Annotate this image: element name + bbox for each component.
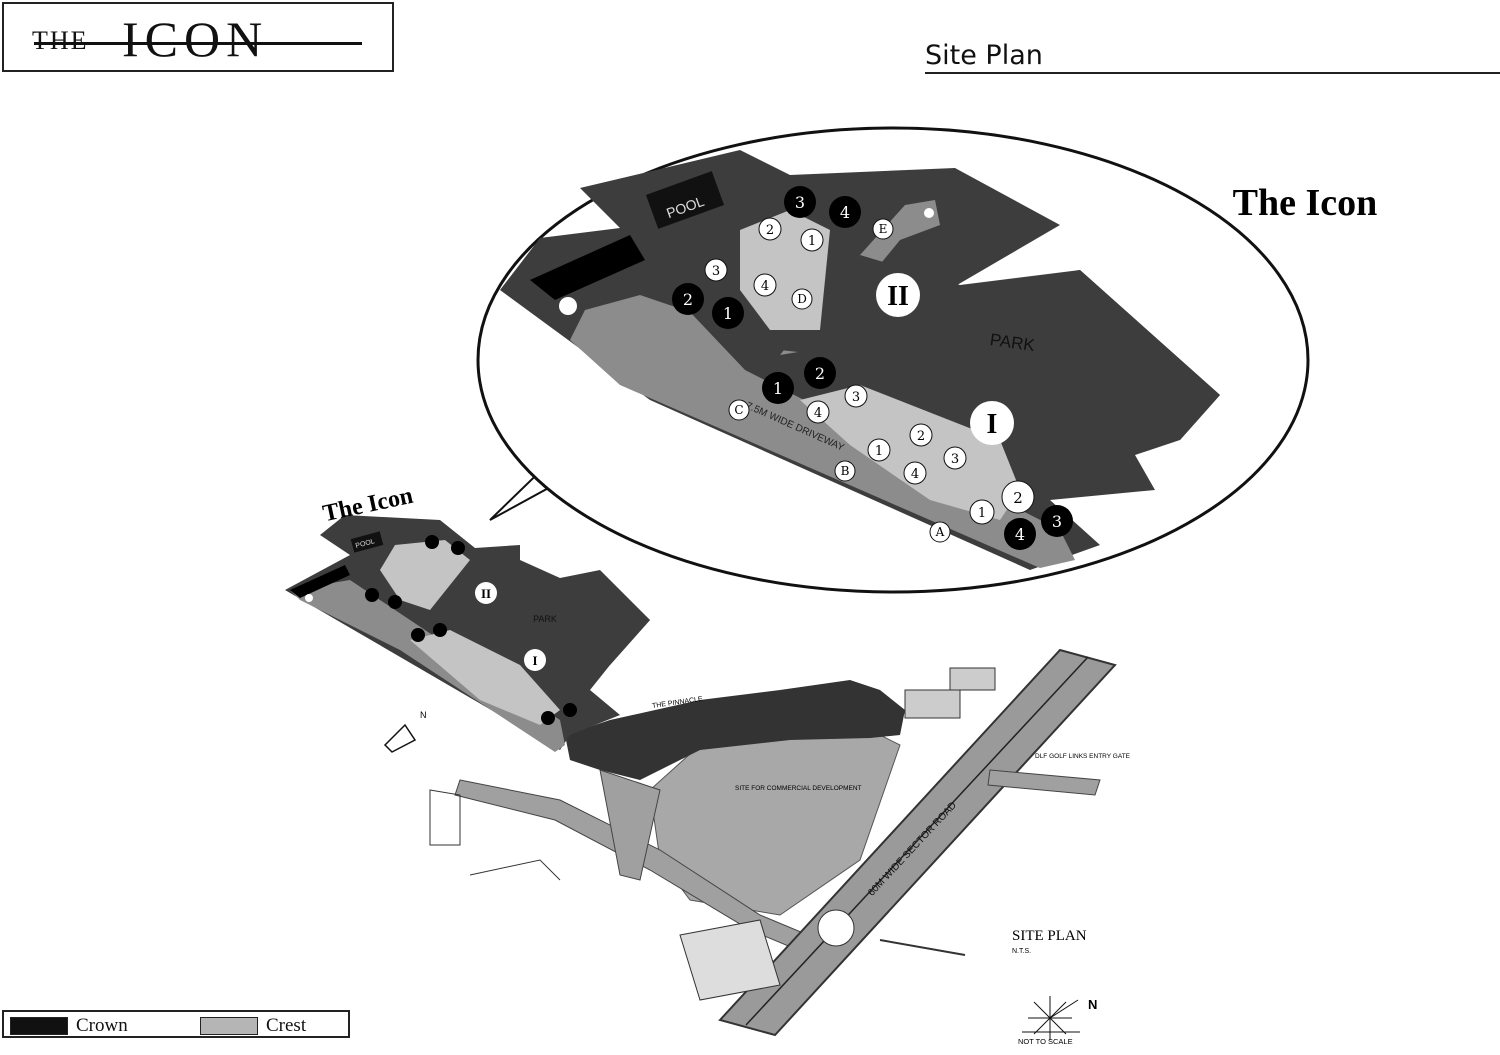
- point-label: A: [935, 525, 945, 539]
- site-plan-sub: N.T.S.: [1012, 948, 1031, 955]
- icon-unit: [425, 535, 439, 549]
- logo: THE ICON: [2, 2, 394, 72]
- callout-unit: 4: [911, 467, 919, 482]
- callout-block-1-wings: [800, 385, 1020, 520]
- callout-unit: 1: [875, 444, 883, 459]
- callout-circle: [559, 297, 577, 315]
- callout-unit: 2: [766, 223, 774, 238]
- callout-zone-2-disc: [876, 273, 920, 317]
- point-label: C: [734, 403, 743, 417]
- callout-lettered-points: E D C B A: [728, 218, 951, 543]
- icon-unit: [388, 595, 402, 609]
- callout-unit: 3: [712, 264, 720, 279]
- legend-crown-label: Crown: [76, 1015, 128, 1036]
- icon-block-2: [380, 540, 470, 610]
- site-plan: POOL II I PARK The Icon THE PINNACLE SIT…: [285, 483, 1131, 1046]
- callout-unit: 2: [917, 429, 925, 444]
- logo-strike: [34, 42, 362, 45]
- callout-zone-1-disc: [970, 401, 1014, 445]
- callout-unit: 3: [1052, 512, 1062, 531]
- callout-unit: 4: [814, 406, 822, 421]
- icon-unit: [433, 623, 447, 637]
- icon-unit: [451, 541, 465, 555]
- icon-pool: [350, 531, 384, 553]
- callout-crown-units: 3 4 2 1 2 1 2 1 4 3: [672, 186, 1073, 550]
- building: [949, 667, 996, 691]
- icon-block-1: [410, 630, 560, 725]
- callout-unit: 4: [1015, 525, 1025, 544]
- icon-black-strip: [290, 565, 350, 598]
- golf-gate-label: DLF GOLF LINKS ENTRY GATE: [1035, 753, 1131, 760]
- callout-unit: 2: [1013, 489, 1023, 507]
- callout-unit: 2: [815, 364, 825, 383]
- logo-the: THE: [32, 26, 89, 55]
- callout-unit: 4: [840, 203, 850, 222]
- legend: Crown Crest: [2, 1010, 350, 1038]
- icon-unit: [563, 703, 577, 717]
- road-roundabout: [817, 909, 855, 947]
- compass-north-label: N: [1088, 997, 1097, 1012]
- legend-crest-label: Crest: [266, 1015, 307, 1036]
- commercial-label: SITE FOR COMMERCIAL DEVELOPMENT: [735, 785, 862, 792]
- title-rule: [925, 72, 1500, 74]
- icon-park-label: PARK: [533, 614, 557, 624]
- road-median: [745, 656, 1089, 1026]
- golf-road: [987, 769, 1101, 796]
- legend-crest-swatch: [200, 1017, 258, 1035]
- callout-unit: 3: [795, 193, 805, 212]
- north-label-site: N: [420, 710, 427, 720]
- callout-unit: 1: [773, 379, 783, 398]
- east-road: [879, 939, 966, 956]
- callout-unit: 1: [978, 506, 986, 521]
- callout-title: The Icon: [1233, 182, 1378, 224]
- west-plot: [429, 789, 461, 846]
- icon-zone-2-disc: [475, 582, 497, 604]
- pinnacle-block: [565, 680, 905, 780]
- building: [904, 689, 961, 719]
- south-buildings: [679, 919, 781, 1001]
- callout-site-mass: [500, 150, 1220, 570]
- icon-pool-label: POOL: [355, 538, 376, 550]
- icon-site-mass: [285, 515, 650, 750]
- point-label: E: [879, 222, 888, 236]
- sector-road: [718, 648, 1117, 1037]
- callout-unit: 1: [808, 234, 816, 249]
- north-compass-icon: [1022, 996, 1080, 1040]
- icon-unit: [541, 711, 555, 725]
- callout-unit: 2: [683, 290, 693, 309]
- point-label: B: [841, 464, 850, 478]
- logo-icon-text: ICON: [122, 11, 269, 67]
- site-plan-label: SITE PLAN: [1012, 928, 1087, 944]
- callout-unit: 3: [951, 452, 959, 467]
- callout-pool: [645, 171, 725, 229]
- point-label: D: [797, 292, 807, 306]
- icon-circle: [305, 594, 313, 602]
- icon-zone-1: I: [532, 653, 537, 668]
- callout-zone-2: II: [887, 281, 909, 312]
- callout-unit: 1: [723, 304, 733, 323]
- callout-unit: 3: [852, 390, 860, 405]
- page-title: Site Plan: [925, 40, 1043, 71]
- not-to-scale-label: NOT TO SCALE: [1018, 1037, 1073, 1046]
- icon-driveway: [290, 580, 565, 752]
- callout-zone-1: I: [987, 409, 998, 440]
- icon-unit: [365, 588, 379, 602]
- icon-unit: [411, 628, 425, 642]
- callout-black-strip: [530, 235, 645, 300]
- icon-zone-1-disc: [524, 649, 546, 671]
- north-arrow-site: N: [383, 710, 427, 753]
- legend-crown-swatch: [10, 1017, 68, 1035]
- west-boundary: [469, 859, 561, 881]
- icon-zone-2: II: [481, 586, 491, 601]
- callout-crest-units: 2 1 3 4 4 3 1 2 4 3 2 1: [704, 217, 967, 485]
- callout-turn-circle: [924, 208, 934, 218]
- callout-enlargement: POOL 7.5M WIDE DRIVEWAY 3 4 2 1 2 1 2 1 …: [476, 126, 1378, 594]
- callout-unit: 4: [761, 279, 769, 294]
- link-road: [599, 769, 661, 881]
